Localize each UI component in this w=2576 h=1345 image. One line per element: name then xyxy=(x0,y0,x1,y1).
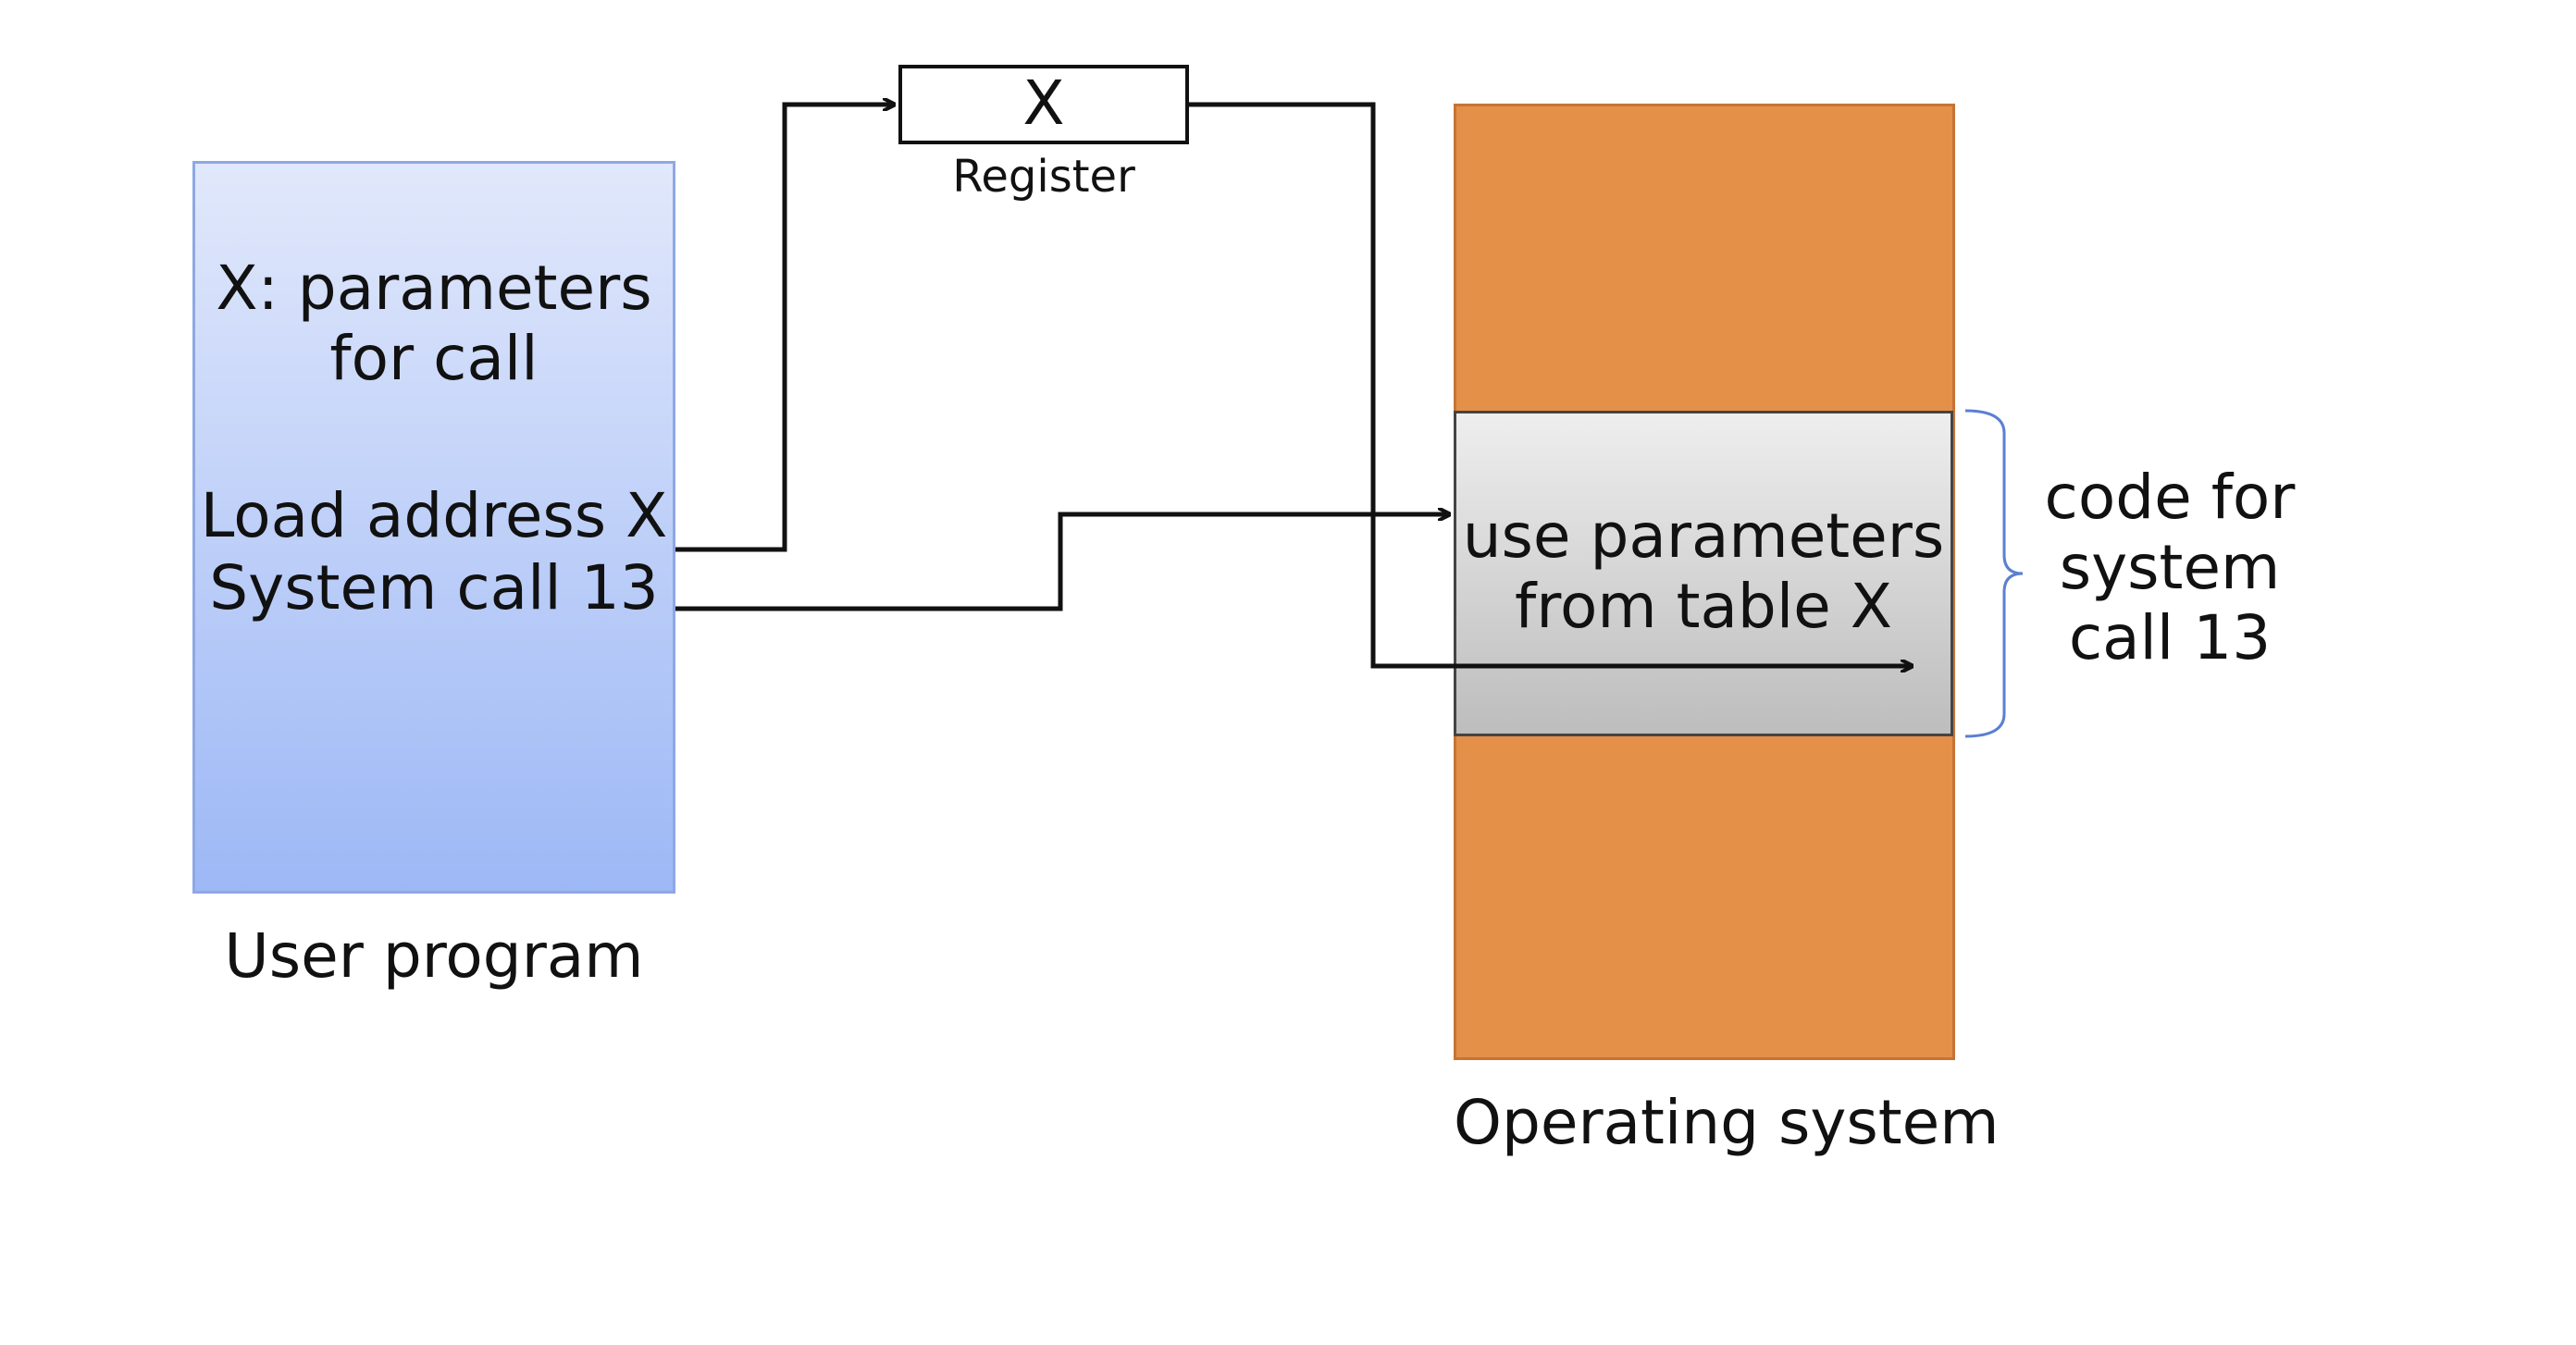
user-program-load-address: Load address X xyxy=(200,480,668,551)
brace-label: code for system call 13 xyxy=(2044,462,2296,673)
system-call-code-text: use parameters from table X xyxy=(1462,500,1945,642)
load-address-to-register-arrow xyxy=(675,105,894,552)
register-to-table-arrow xyxy=(1189,102,1912,666)
code-brace xyxy=(1964,409,2024,738)
user-program-label: User program xyxy=(224,920,644,992)
system-call-code-box xyxy=(1454,411,1953,736)
operating-system-label: Operating system xyxy=(1454,1087,2000,1158)
register-box xyxy=(898,65,1189,144)
user-program-system-call: System call 13 xyxy=(209,552,659,623)
system-call-to-os-arrow xyxy=(675,514,1449,611)
register-value: X xyxy=(1022,68,1065,139)
user-program-params-text: X: parameters for call xyxy=(216,253,652,394)
user-program-box xyxy=(192,161,675,894)
register-label: Register xyxy=(952,151,1135,203)
